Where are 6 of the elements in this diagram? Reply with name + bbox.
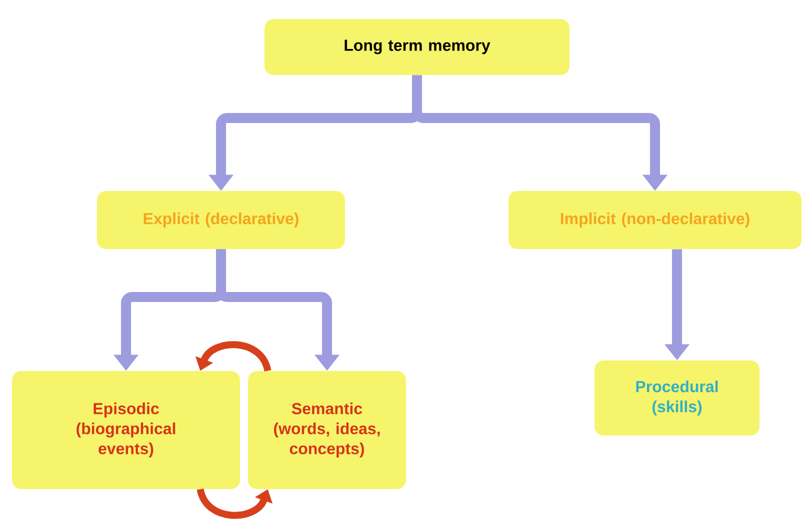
process-box: Procedural (skills) [594, 360, 760, 436]
process-box: Long term memory [264, 19, 570, 75]
process-box: Explicit (declarative) [97, 191, 345, 249]
process-box: Semantic (words, ideas, concepts) [248, 371, 406, 489]
process-box: Episodic (biographical events) [12, 371, 240, 489]
process-box: Implicit (non-declarative) [508, 191, 802, 249]
